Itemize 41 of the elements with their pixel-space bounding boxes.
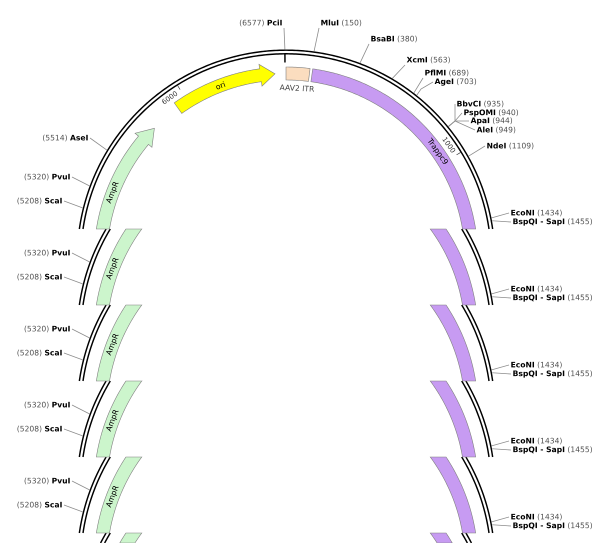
- backbone-arc: [461, 456, 494, 534]
- leader-line: [492, 524, 512, 526]
- backbone-arc: [461, 228, 494, 306]
- leader-line: [468, 146, 486, 156]
- leader-line: [314, 28, 320, 52]
- leader-line: [492, 220, 512, 222]
- leader-line: [492, 296, 512, 298]
- leader-line: [64, 200, 84, 208]
- feature-arc: [430, 228, 476, 306]
- leader-line: [448, 120, 476, 130]
- feature-arc: [430, 304, 476, 382]
- leader-line: [64, 428, 84, 436]
- leader-line: [491, 516, 510, 522]
- leader-line: [491, 212, 510, 218]
- leader-line: [72, 176, 90, 186]
- feature-arc: [430, 380, 476, 458]
- leader-line: [491, 364, 510, 370]
- leader-line: [72, 328, 90, 338]
- backbone-arc: [461, 380, 494, 458]
- leader-line: [72, 252, 90, 262]
- feature-arc: [430, 456, 476, 534]
- backbone-arc: [461, 304, 494, 382]
- feature-arc: [119, 532, 142, 543]
- leader-line: [392, 64, 406, 79]
- leader-line: [72, 404, 90, 414]
- leader-line: [90, 138, 108, 150]
- leader-line: [492, 448, 512, 450]
- leader-line: [360, 44, 370, 64]
- leader-line: [491, 288, 510, 294]
- leader-line: [64, 276, 84, 284]
- leader-line: [491, 440, 510, 446]
- feature-arc: [430, 532, 453, 543]
- leader-line: [72, 480, 90, 490]
- leader-line: [492, 372, 512, 374]
- backbone-arc: [461, 532, 472, 543]
- leader-line: [284, 28, 286, 50]
- leader-line: [414, 78, 424, 94]
- leader-line: [416, 82, 434, 96]
- leader-line: [64, 352, 84, 360]
- backbone-arc: [100, 532, 111, 543]
- leader-line: [64, 504, 84, 512]
